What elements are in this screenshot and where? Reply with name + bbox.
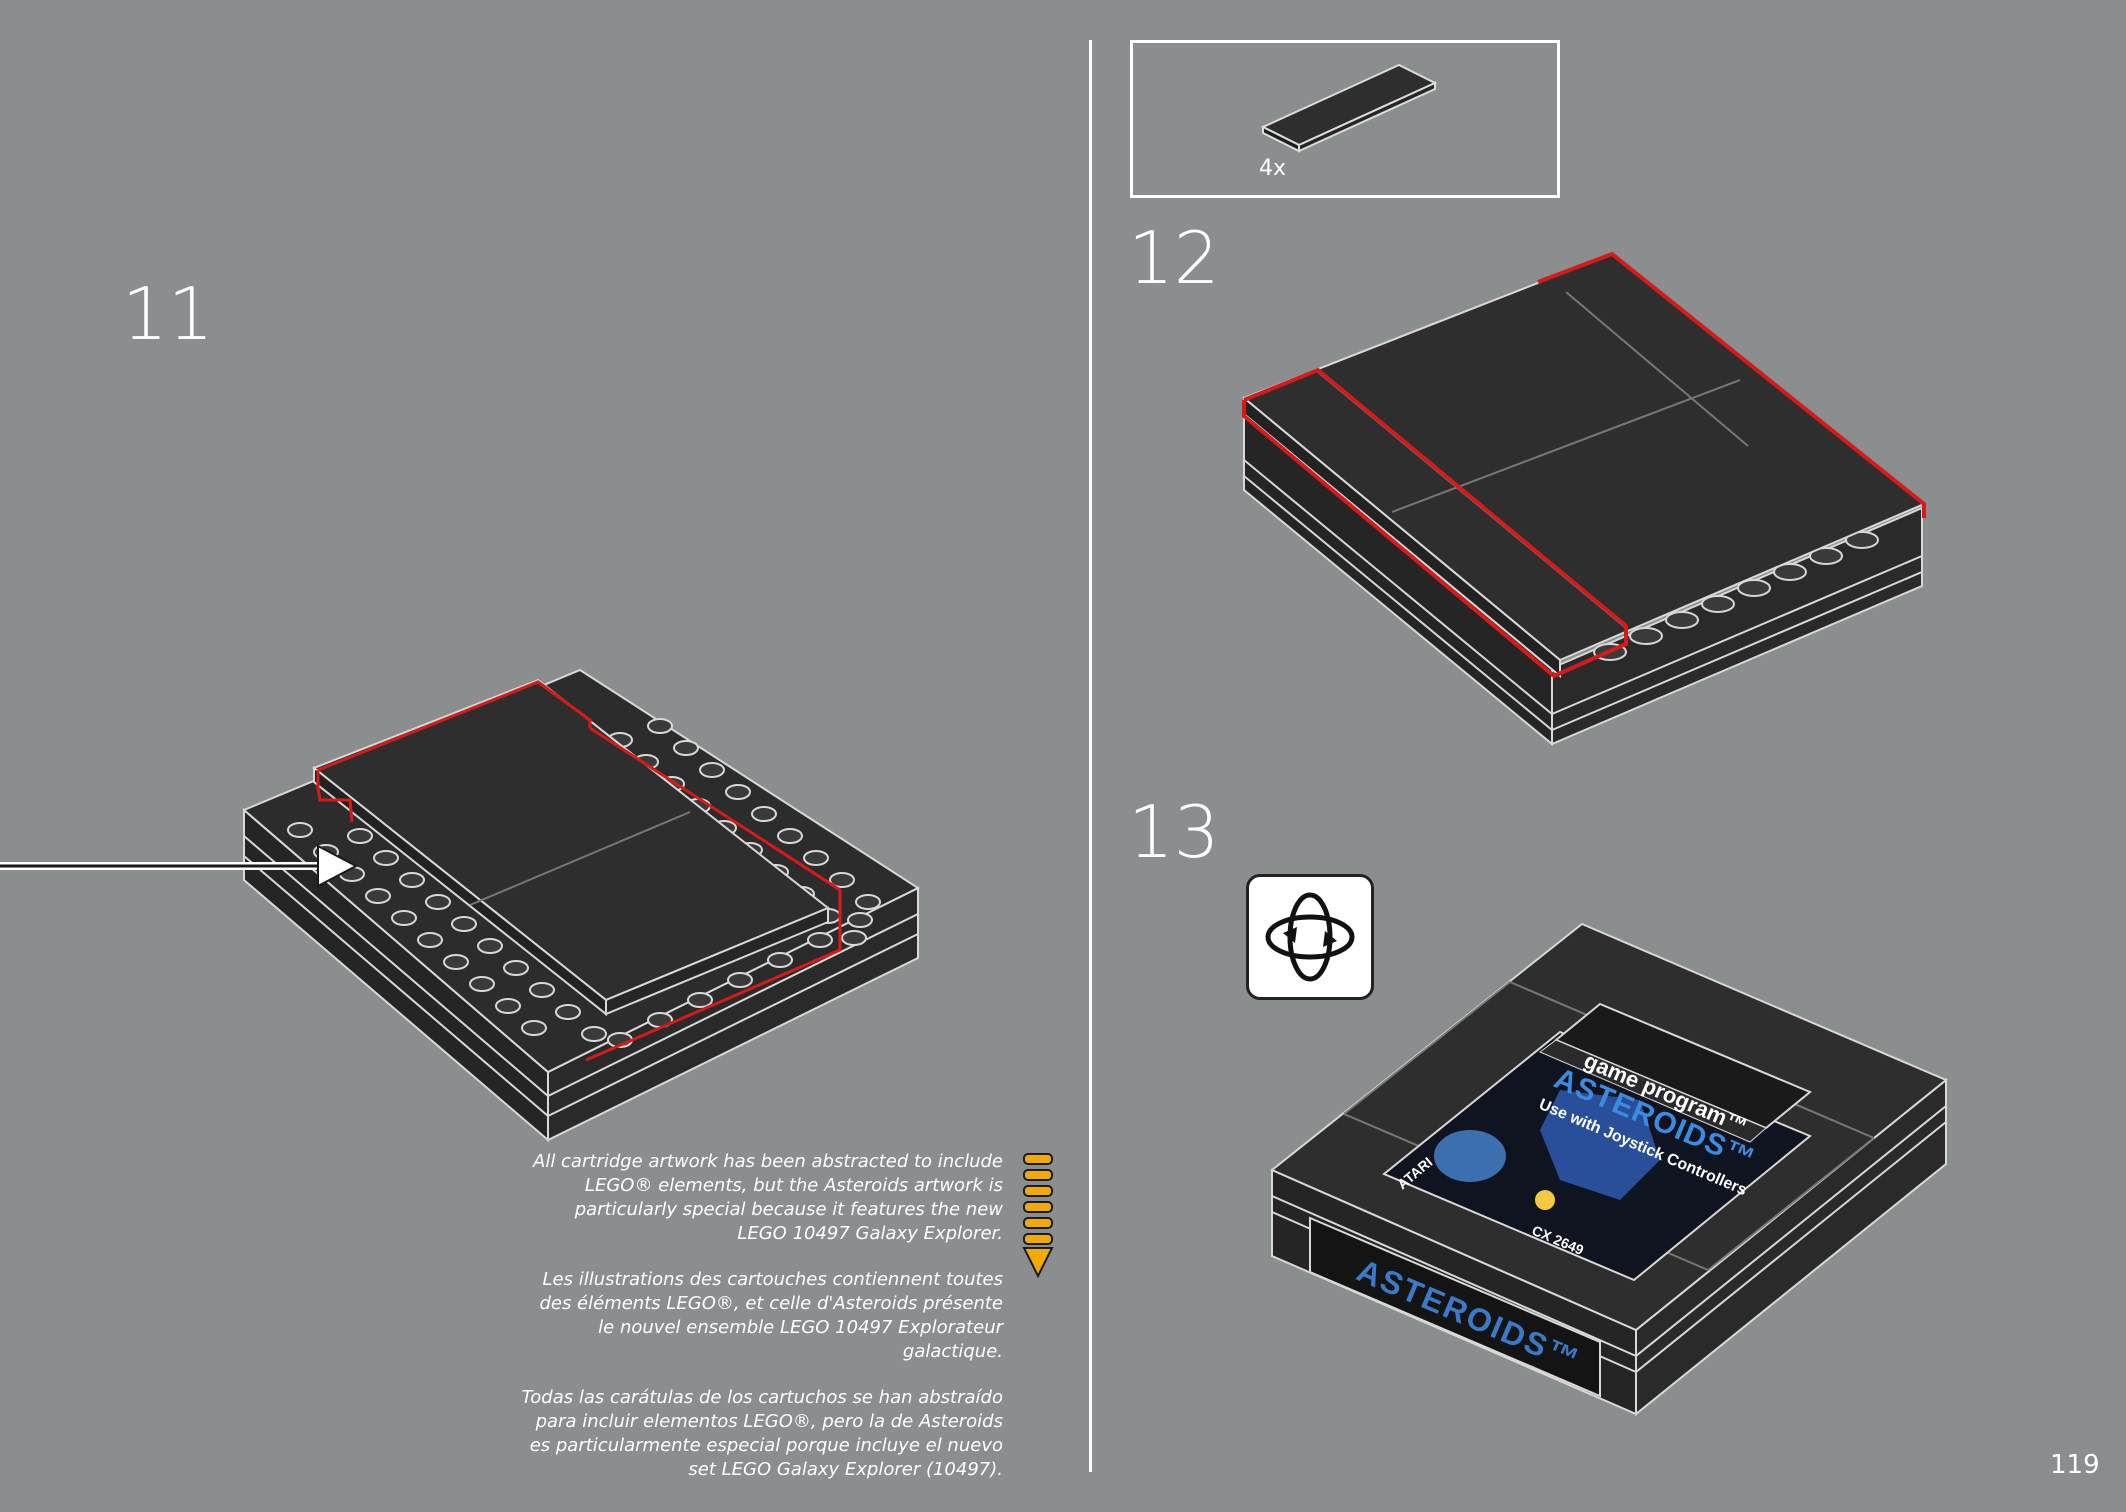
step-number-11: 11 xyxy=(122,272,214,356)
parts-callout-box: 4x xyxy=(1130,40,1560,198)
step12-model xyxy=(1242,251,1926,747)
note-spanish: Todas las carátulas de los cartuchos se … xyxy=(521,1387,1003,1480)
step13-model xyxy=(1270,922,1948,1417)
parts-quantity: 4x xyxy=(1259,156,1287,181)
step-number-12: 12 xyxy=(1128,216,1220,300)
tile-part-illustration xyxy=(1260,63,1438,153)
artwork-notes: All cartridge artwork has been abstracte… xyxy=(520,1150,1003,1504)
step11-arrow xyxy=(0,844,359,888)
rotate-model-icon xyxy=(1246,874,1374,1000)
pencil-icon xyxy=(1022,1153,1054,1279)
note-french: Les illustrations des cartouches contien… xyxy=(539,1269,1003,1362)
step-number-13: 13 xyxy=(1128,790,1220,874)
page-number: 119 xyxy=(2050,1450,2100,1480)
step11-model xyxy=(242,668,921,1143)
page-divider xyxy=(1089,40,1092,1472)
note-english: All cartridge artwork has been abstracte… xyxy=(533,1151,1003,1244)
